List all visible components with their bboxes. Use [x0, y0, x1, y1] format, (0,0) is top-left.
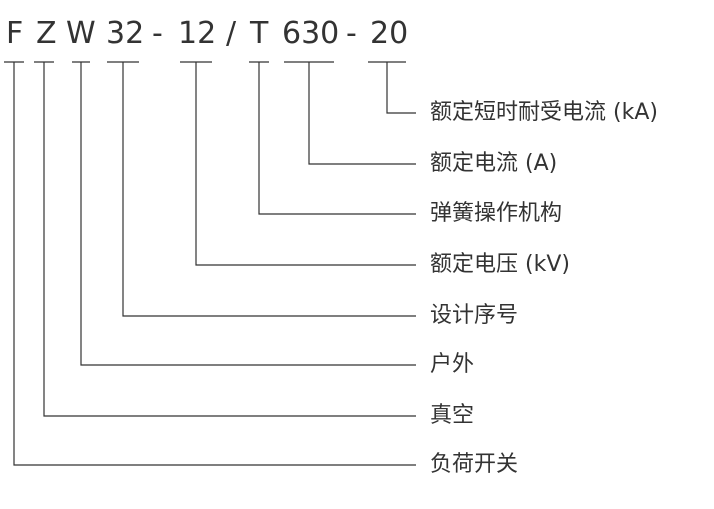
code-part-32: 32: [106, 16, 145, 51]
code-part-630: 630: [282, 16, 340, 51]
label-rated-short-time-current: 额定短时耐受电流 (kA): [430, 100, 658, 125]
code-part-w: W: [66, 16, 96, 51]
label-vacuum: 真空: [430, 403, 475, 428]
connector-20: [386, 62, 416, 114]
code-part-z: Z: [36, 16, 57, 51]
connector-t: [258, 62, 416, 215]
label-spring-mechanism: 弹簧操作机构: [430, 201, 563, 226]
code-part-f: F: [6, 16, 24, 51]
code-part-12: 12: [178, 16, 217, 51]
label-load-break-switch: 负荷开关: [430, 452, 519, 477]
connector-z: [43, 62, 416, 417]
code-part-20: 20: [370, 16, 409, 51]
code-slash: /: [226, 16, 237, 51]
label-design-serial: 设计序号: [430, 303, 519, 328]
connector-w: [80, 62, 416, 366]
code-part-t: T: [250, 16, 269, 51]
connector-630: [308, 62, 416, 165]
connector-f: [13, 62, 416, 466]
code-dash-2: -: [346, 16, 357, 51]
label-outdoor: 户外: [430, 352, 475, 377]
label-rated-voltage: 额定电压 (kV): [430, 252, 570, 277]
connector-12: [195, 62, 416, 266]
connector-32: [122, 62, 416, 317]
label-rated-current: 额定电流 (A): [430, 151, 558, 176]
code-dash-1: -: [152, 16, 163, 51]
